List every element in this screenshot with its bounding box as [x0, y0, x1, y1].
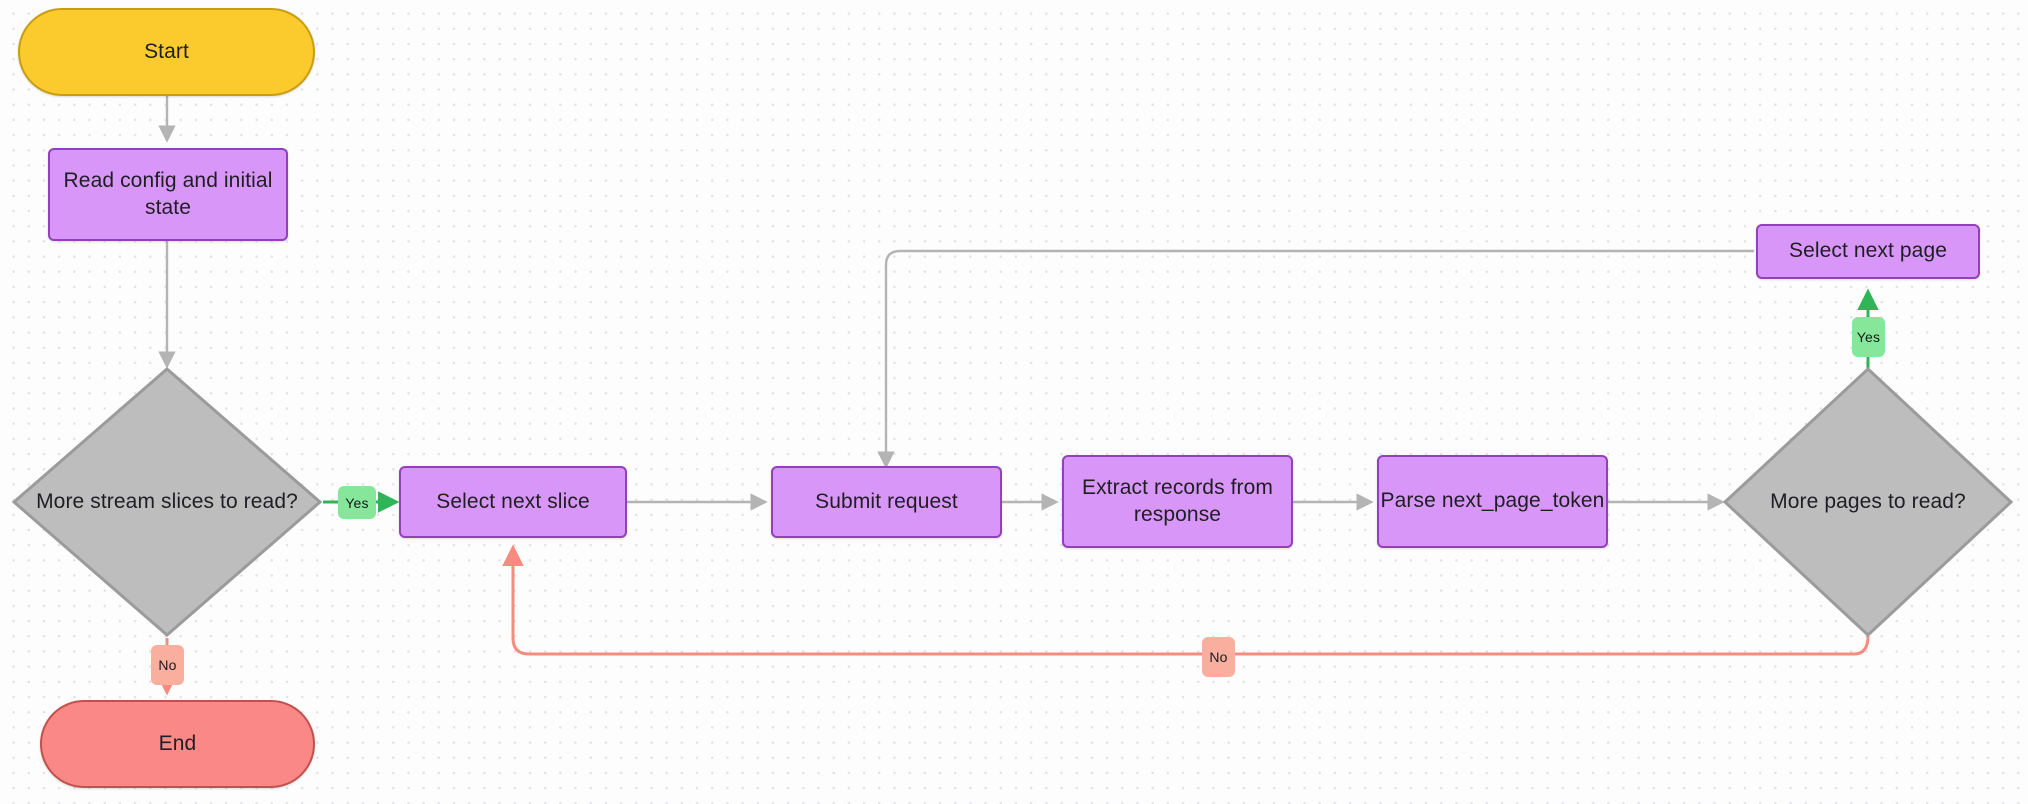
node-parse-next-page-token-label: Parse next_page_token: [1380, 489, 1605, 513]
node-submit-request-label: Submit request: [815, 489, 958, 513]
node-more-stream-slices[interactable]: More stream slices to read?: [11, 366, 323, 638]
edge-more-pages-to-select-slice: [502, 544, 1870, 656]
edge-label-yes-pages-text: Yes: [1856, 329, 1881, 345]
diamond-shape: [11, 367, 323, 637]
node-end[interactable]: End: [40, 700, 315, 788]
node-read-config[interactable]: Read config and initial state: [48, 148, 288, 241]
edge-label-no-slices: No: [151, 645, 184, 685]
edge-label-yes-slices-text: Yes: [345, 494, 369, 511]
node-select-next-slice[interactable]: Select next slice: [399, 466, 627, 538]
node-more-stream-slices-label: More stream slices to read?: [36, 489, 298, 513]
edge-label-no-slices-text: No: [158, 657, 177, 673]
node-select-next-slice-label: Select next slice: [436, 489, 590, 513]
node-parse-next-page-token[interactable]: Parse next_page_token: [1377, 455, 1608, 548]
node-extract-records-label: Extract records from response: [1081, 475, 1274, 526]
node-end-label: End: [158, 731, 197, 755]
node-select-next-page[interactable]: Select next page: [1756, 224, 1980, 279]
node-start-label: Start: [144, 39, 189, 63]
edge-label-no-pages: No: [1202, 637, 1235, 677]
node-more-pages-label: More pages to read?: [1770, 489, 1966, 513]
node-read-config-label: Read config and initial state: [63, 168, 273, 219]
edge-select-page-to-submit-request: [877, 249, 1754, 469]
edge-label-yes-pages: Yes: [1852, 317, 1885, 357]
edge-label-yes-slices: Yes: [338, 486, 376, 519]
node-select-next-page-label: Select next page: [1788, 239, 1948, 263]
node-more-pages[interactable]: More pages to read?: [1722, 366, 2014, 638]
node-start[interactable]: Start: [18, 8, 315, 96]
node-submit-request[interactable]: Submit request: [771, 466, 1002, 538]
node-extract-records[interactable]: Extract records from response: [1062, 455, 1293, 548]
edge-label-no-pages-text: No: [1209, 649, 1228, 665]
